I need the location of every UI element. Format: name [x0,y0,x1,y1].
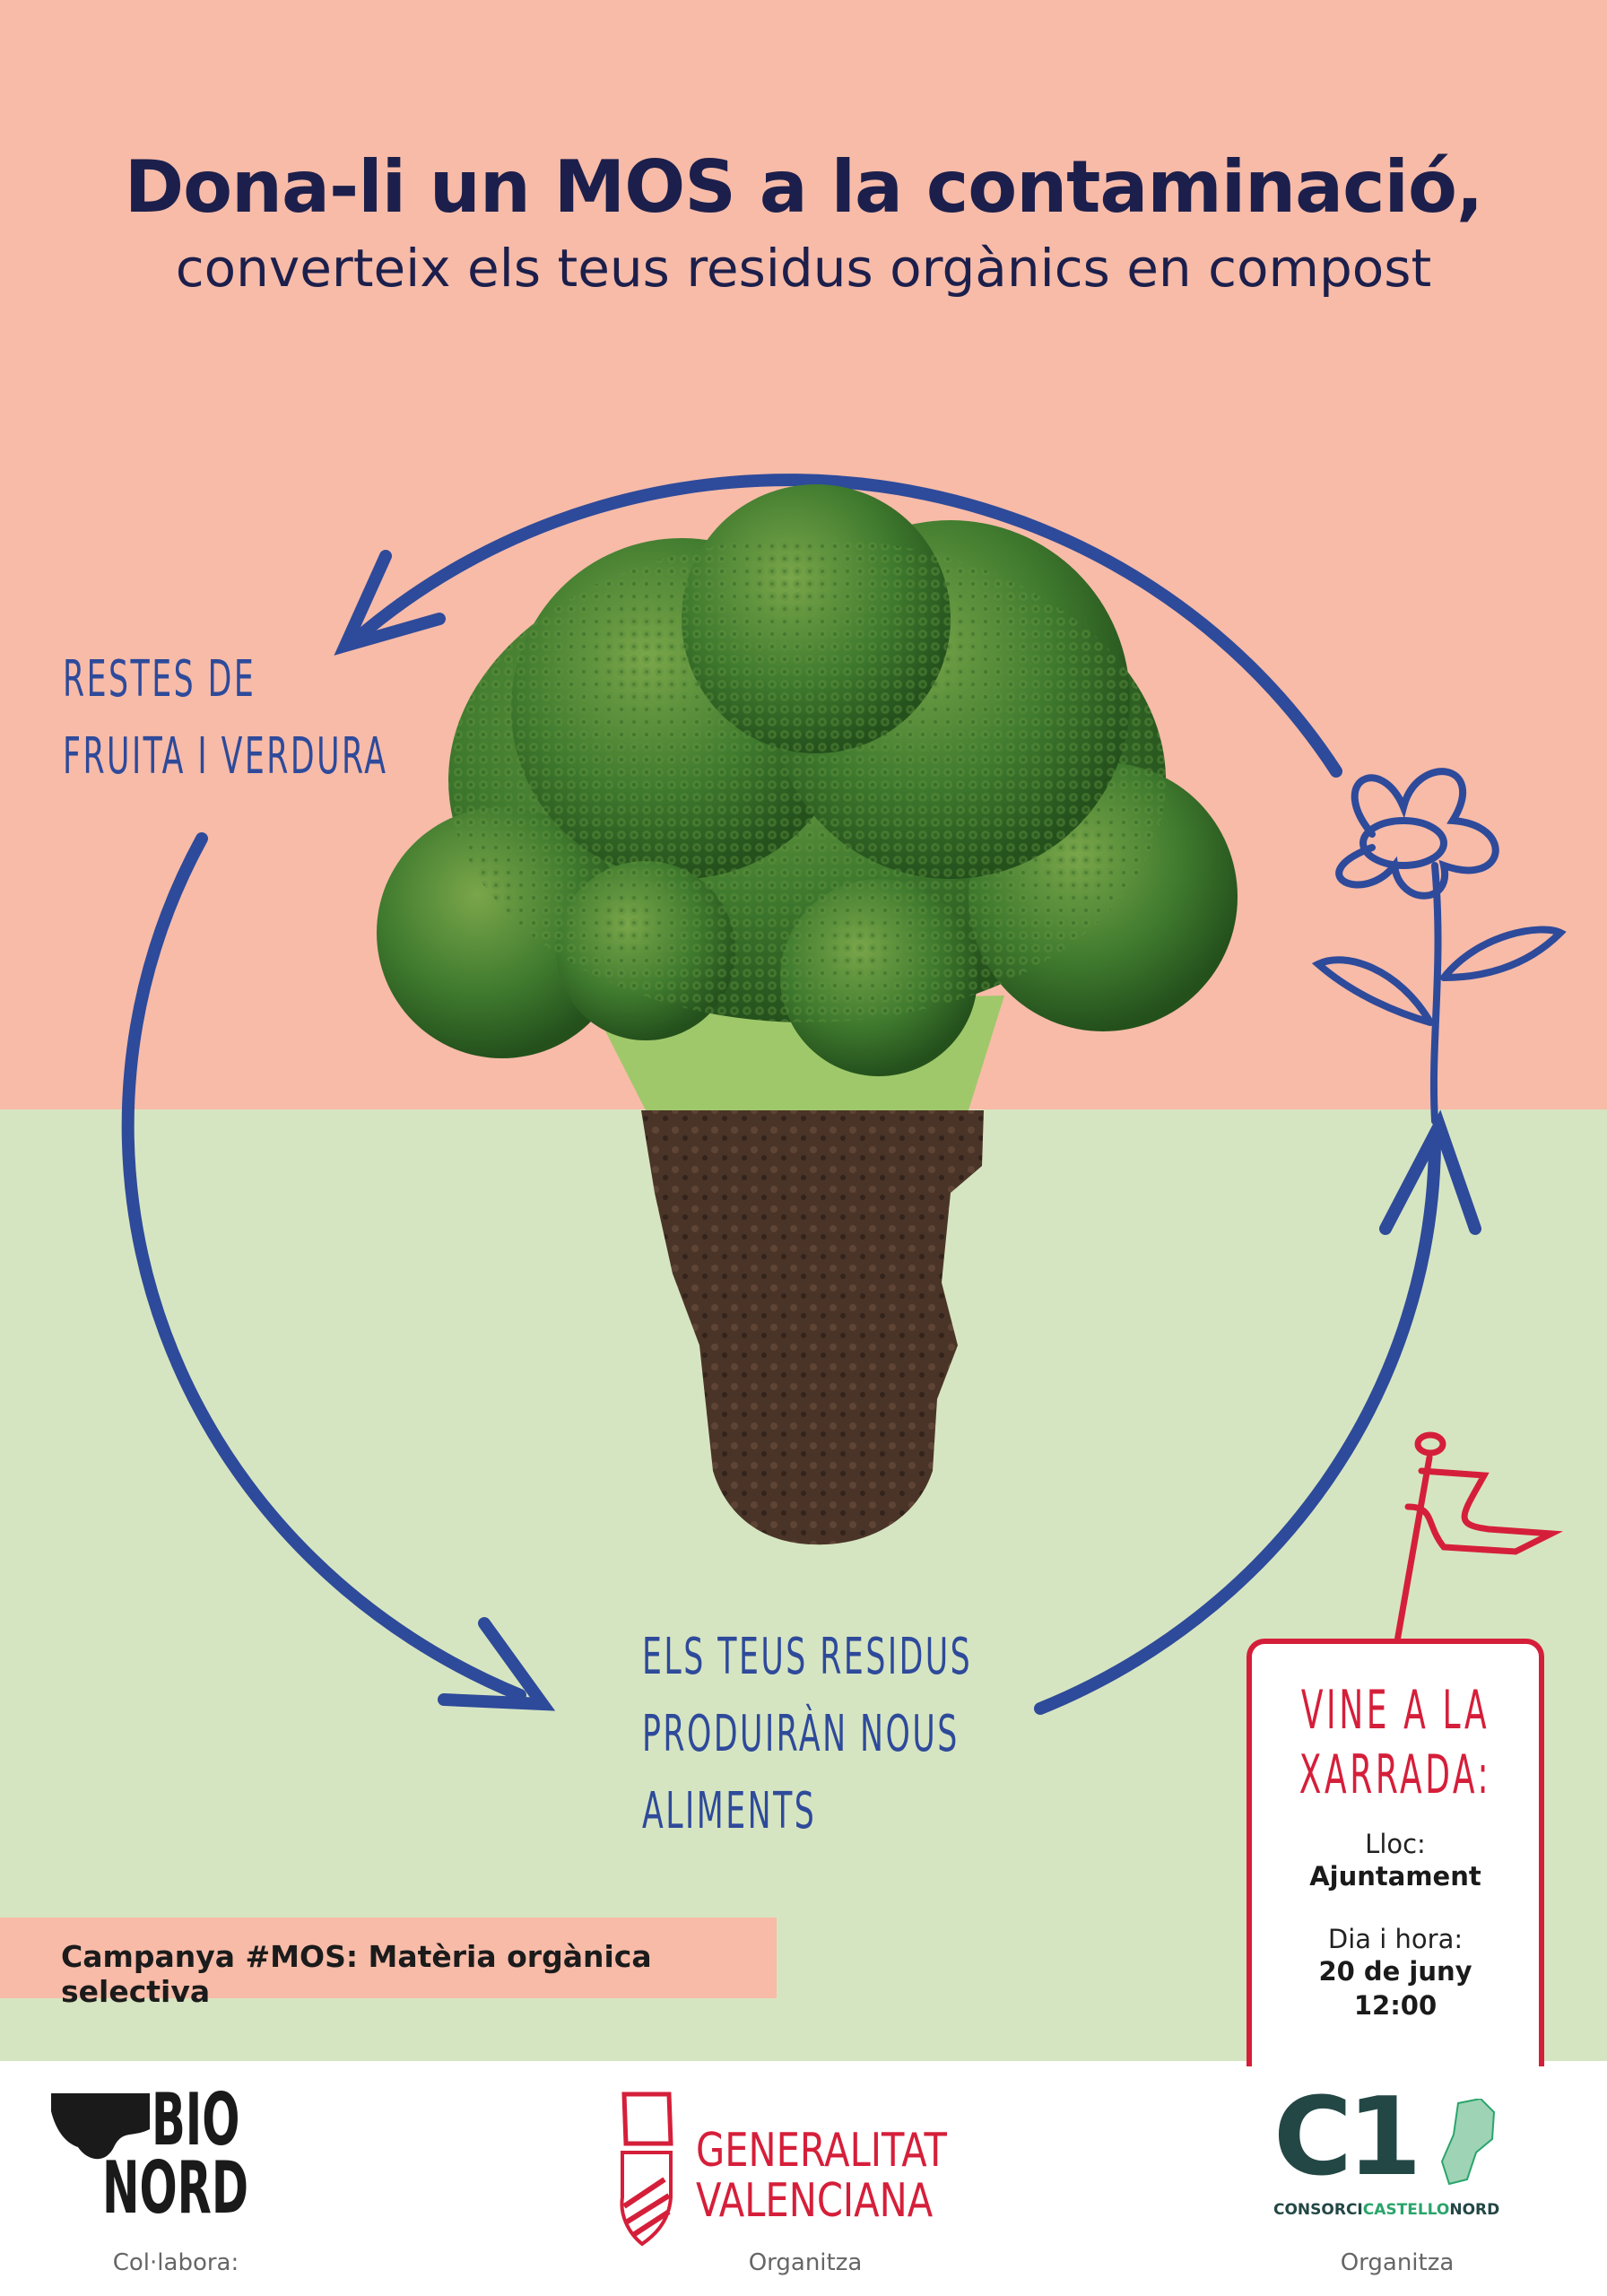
bionord-logo: BIO NORD [51,2084,271,2230]
event-heading-line: XARRADA: [1299,1744,1492,1806]
consorci-word: CONSORCI [1273,2201,1363,2219]
broccoli-stem-soil [641,1110,984,1545]
event-heading-line: VINE A LA [1300,1679,1490,1742]
arrow-top [352,474,1342,778]
label-line: FRUITA I VERDURA [63,727,388,786]
cycle-label-top-left: RESTES DE FRUITA I VERDURA [63,641,387,796]
flag-icon [1394,1431,1563,1645]
label-line: ELS TEUS RESIDUS [642,1628,973,1686]
label-line: PRODUIRÀN NOUS [642,1705,960,1763]
bionord-caption: Col·labora: [112,2249,239,2276]
consorci-text: CONSORCICASTELLONORD [1273,2201,1499,2219]
bionord-text-bottom: NORD [102,2146,249,2230]
consorci-logo: C1 CONSORCICASTELLONORD [1273,2075,1516,2228]
place-value: Ajuntament [1309,1861,1481,1892]
consorci-caption: Organitza [1340,2249,1455,2276]
label-line: ALIMENTS [642,1782,817,1840]
broccoli-crown [377,484,1238,1076]
flower-icon [1311,768,1567,1125]
page-subtitle: converteix els teus residus orgànics en … [175,238,1432,299]
event-card: VINE A LA XARRADA: Lloc: Ajuntament Dia … [1247,1639,1544,2066]
cycle-arrows [121,474,1481,1715]
generalitat-caption: Organitza [748,2249,863,2276]
place-label: Lloc: [1365,1829,1426,1859]
generalitat-logo: GENERALITAT VALENCIANA [615,2090,1001,2247]
date-value: 20 de juny [1318,1956,1472,1987]
arrowhead-left [438,1617,556,1711]
castello-map-icon [1440,2099,1496,2186]
page-title: Dona-li un MOS a la contaminació, [124,145,1484,229]
campaign-text: Campanya #MOS: Matèria orgànica selectiv… [61,1939,652,2009]
time-value: 12:00 [1353,1990,1438,2021]
arrow-left [121,832,526,1701]
arrowhead-top [334,550,446,656]
arrowhead-right [1379,1109,1481,1235]
footer-background [0,2061,1607,2296]
label-line: RESTES DE [63,650,256,709]
generalitat-shield-icon [620,2092,673,2247]
event-heading: VINE A LA XARRADA: [1277,1678,1514,1807]
generalitat-line: GENERALITAT [696,2124,947,2178]
bionord-mark-icon [51,2093,150,2160]
generalitat-line: VALENCIANA [696,2174,934,2228]
cycle-label-bottom: ELS TEUS RESIDUS PRODUIRÀN NOUS ALIMENTS [642,1619,972,1850]
arrow-right [1034,1137,1441,1715]
date-label: Dia i hora: [1327,1924,1464,1954]
generalitat-text: GENERALITAT VALENCIANA [696,2126,947,2226]
nord-word: NORD [1449,2201,1500,2219]
campaign-banner: Campanya #MOS: Matèria orgànica selectiv… [0,1918,777,2009]
bionord-text-top: BIO [152,2078,240,2161]
castello-word: CASTELLO [1362,2201,1450,2219]
consorci-c1-text: C1 [1273,2075,1422,2200]
